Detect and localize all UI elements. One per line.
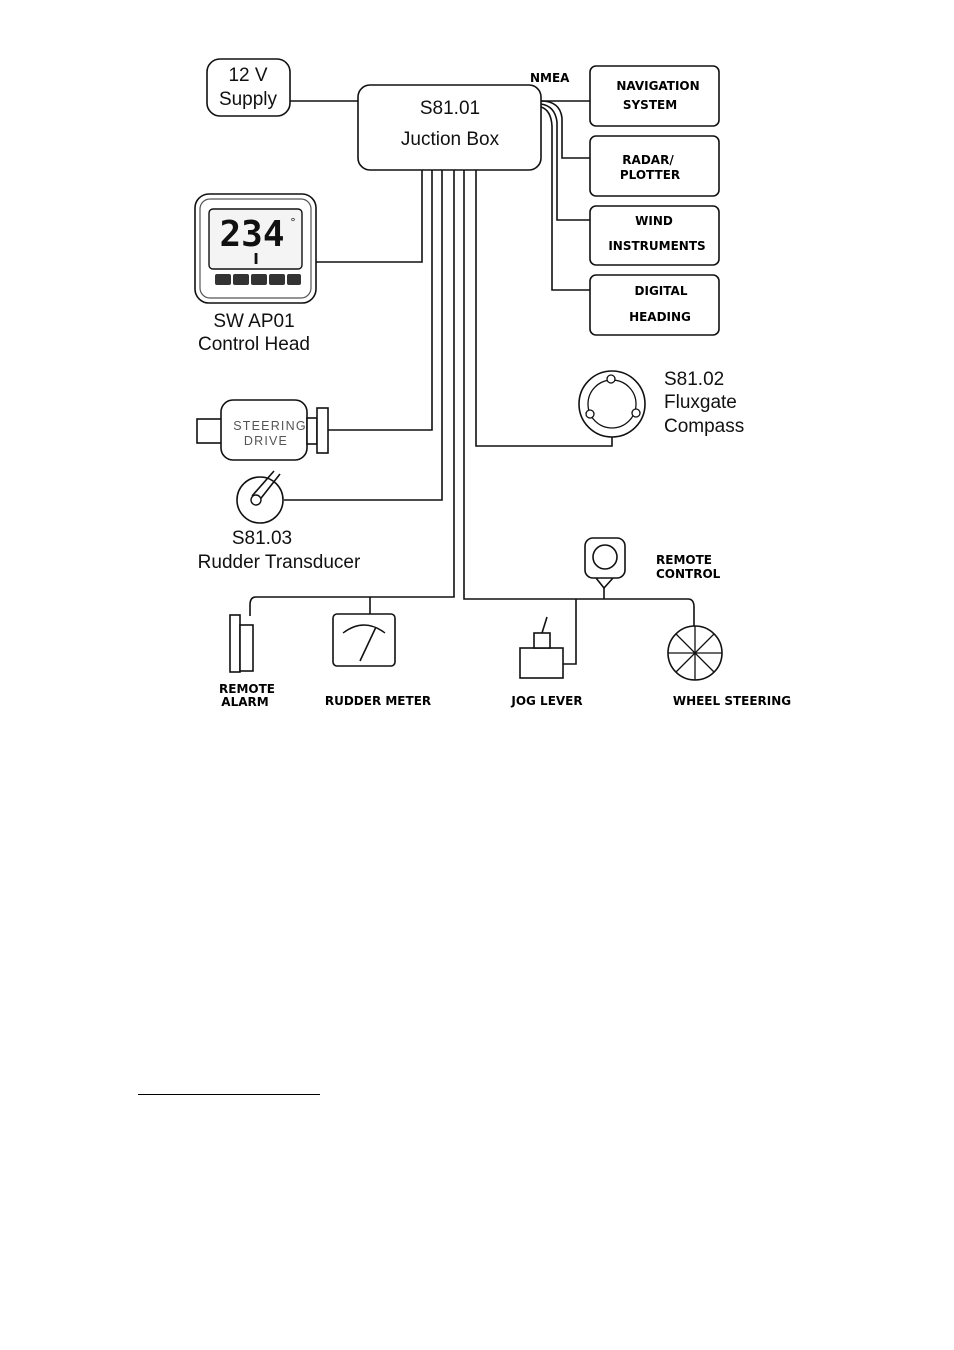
compass-label-1: S81.02 [664, 369, 724, 390]
rudder-meter [333, 614, 395, 666]
supply-box: 12 V Supply [207, 59, 290, 116]
rudder-transducer-label-1: S81.03 [232, 528, 292, 549]
control-head-display-unit: ° [290, 216, 296, 229]
control-head-display-sub: I [253, 250, 259, 268]
rudder-transducer-label-2: Rudder Transducer [198, 552, 361, 573]
rudder-meter-label: RUDDER METER [325, 694, 431, 708]
remote-alarm-label-2: ALARM [221, 695, 268, 709]
control-head-wire [316, 170, 422, 262]
wind-instruments-box: WIND INSTRUMENTS [590, 206, 719, 265]
wind-instruments-label-1: WIND [635, 214, 673, 228]
radar-plotter-label-2: PLOTTER [620, 168, 680, 182]
remote-alarm-label-1: REMOTE [219, 682, 275, 696]
remote-control-label-1: REMOTE [656, 553, 712, 567]
jog-lever-label: JOG LEVER [510, 694, 582, 708]
digital-heading-label-1: DIGITAL [635, 284, 688, 298]
steering-drive-wire [328, 170, 432, 430]
jog-lever [520, 617, 563, 678]
remote-control [585, 538, 625, 588]
nmea-wire-heading [541, 107, 590, 290]
control-head: 234 ° I [195, 194, 316, 303]
steering-drive-label-1: STEERING [233, 419, 307, 433]
rudder-transducer [237, 471, 283, 523]
footnote-separator [138, 1094, 320, 1095]
jog-lever-wire [563, 599, 576, 664]
supply-label-1: 12 V [228, 65, 267, 86]
nmea-label: NMEA [530, 71, 570, 85]
nmea-wire-wind [541, 104, 590, 220]
junction-box: S81.01 Juction Box [358, 85, 541, 170]
remote-alarm [230, 615, 253, 672]
radar-plotter-box: RADAR/ PLOTTER [590, 136, 719, 196]
junction-box-label-1: S81.01 [420, 98, 480, 119]
junction-box-label-2: Juction Box [401, 129, 500, 150]
remote-control-label-2: CONTROL [656, 567, 721, 581]
steering-drive-label-2: DRIVE [244, 434, 288, 448]
compass-label-3: Compass [664, 416, 744, 437]
control-head-display-value: 234 [219, 214, 284, 255]
navigation-system-label-1: NAVIGATION [616, 79, 699, 93]
supply-label-2: Supply [219, 89, 278, 110]
wheel-steering [668, 626, 722, 680]
navigation-system-label-2: SYSTEM [623, 98, 677, 112]
fluxgate-compass [579, 371, 645, 437]
nmea-wire-radar [541, 101, 590, 158]
wind-instruments-label-2: INSTRUMENTS [608, 239, 705, 253]
control-head-label-2: Control Head [198, 334, 310, 355]
wheel-steering-label: WHEEL STEERING [673, 694, 791, 708]
radar-plotter-label-1: RADAR/ [622, 153, 674, 167]
steering-drive: STEERING DRIVE [197, 400, 328, 460]
compass-label-2: Fluxgate [664, 392, 737, 413]
control-head-label-1: SW AP01 [213, 311, 294, 332]
control-head-keypad [215, 274, 301, 285]
digital-heading-label-2: HEADING [629, 310, 691, 324]
digital-heading-box: DIGITAL HEADING [590, 275, 719, 335]
navigation-system-box: NAVIGATION SYSTEM [590, 66, 719, 126]
